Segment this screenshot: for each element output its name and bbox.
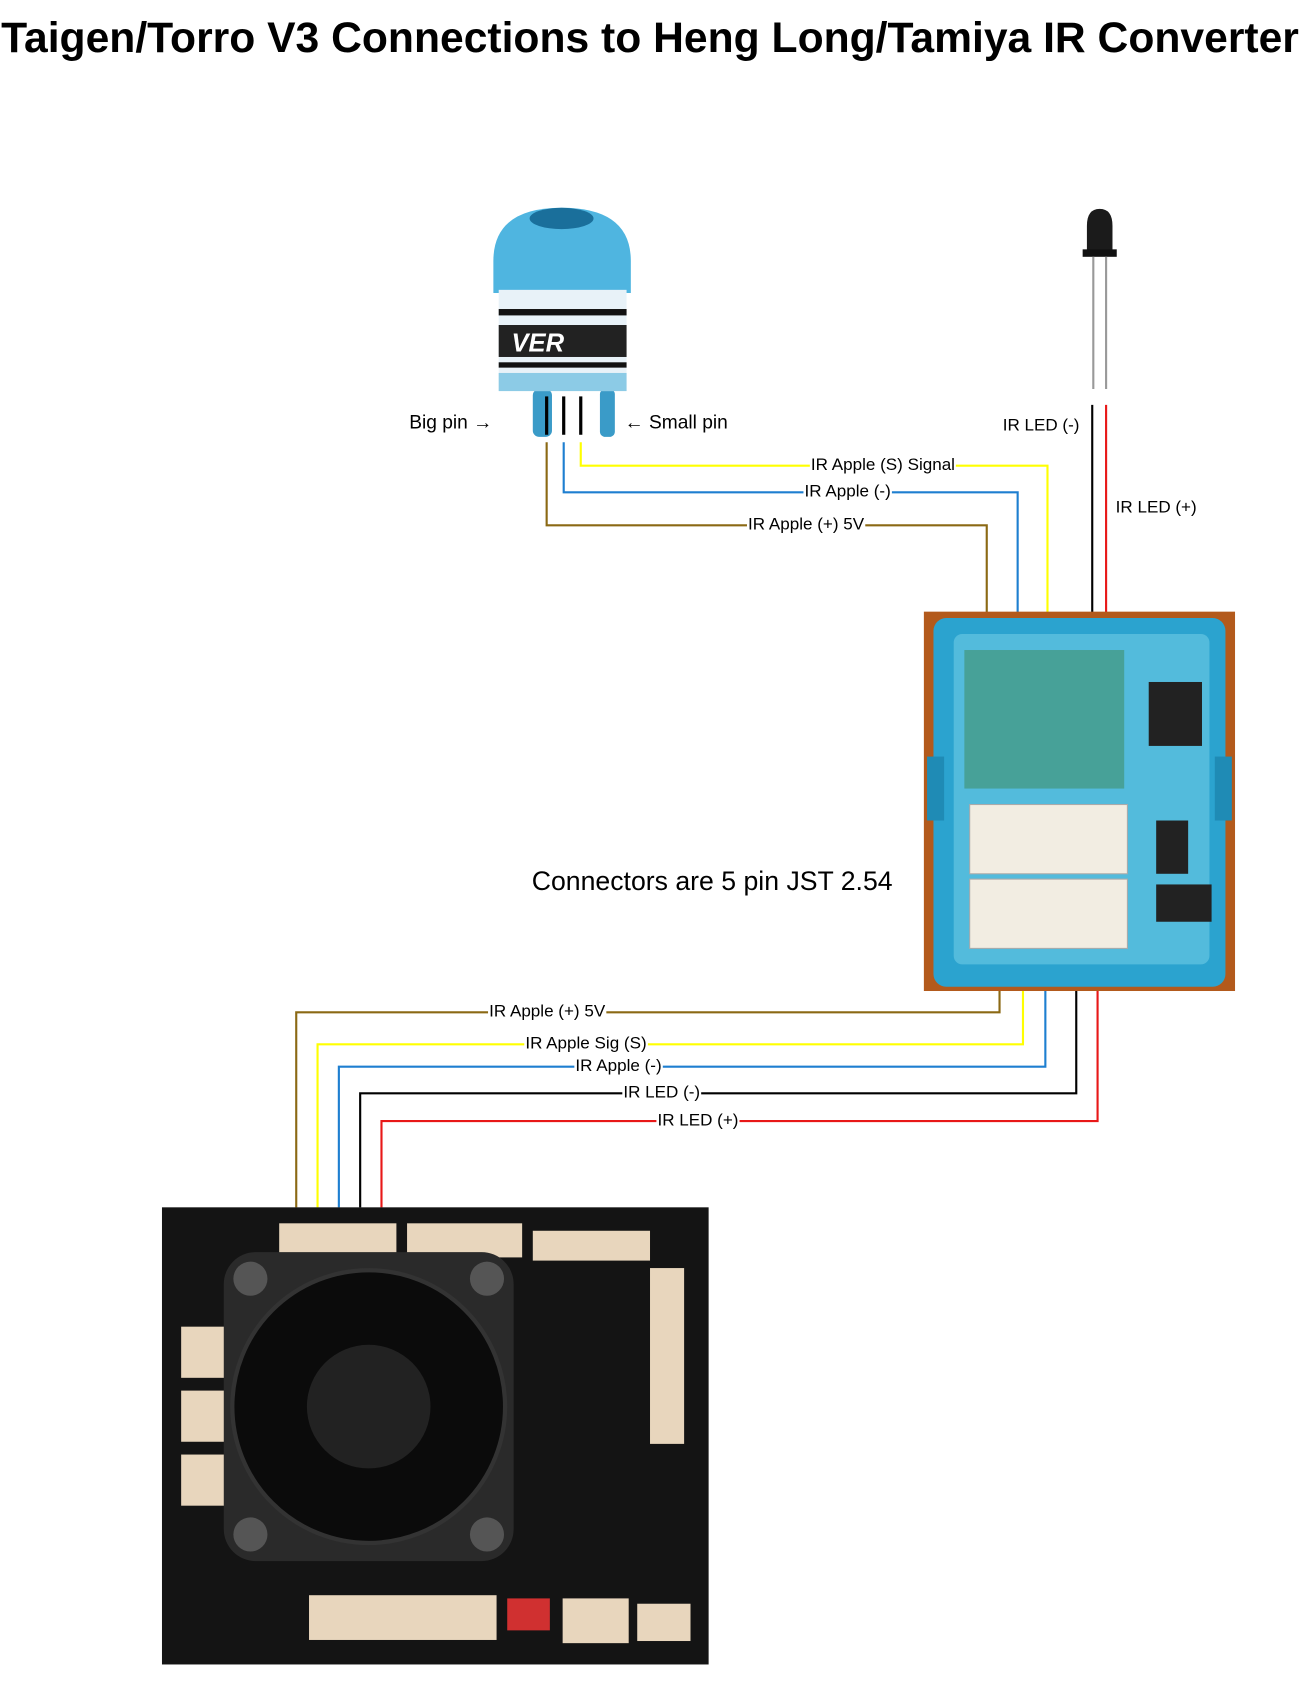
receiver-brand-text: VER (511, 330, 564, 358)
wire-label-led-minus: IR LED (-) (1001, 416, 1081, 436)
wire-label-bottom-minus: IR Apple (-) (574, 1057, 663, 1077)
wire-label-top-signal: IR Apple (S) Signal (809, 456, 957, 476)
small-pin-label: ← Small pin (624, 411, 728, 433)
wire-label-top-plus: IR Apple (+) 5V (746, 515, 866, 535)
wire-label-top-minus: IR Apple (-) (803, 482, 892, 502)
ir-receiver-image: VER (493, 207, 631, 437)
ir-converter-image (923, 611, 1236, 992)
ir-led-image (1082, 208, 1117, 389)
wire-label-bottom-plus: IR Apple (+) 5V (488, 1002, 607, 1022)
wire-bottom-minus (337, 991, 1047, 1208)
wire-label-bottom-led-plus: IR LED (+) (656, 1111, 740, 1131)
connector-note: Connectors are 5 pin JST 2.54 (531, 866, 893, 897)
wire-bottom-plus (295, 991, 1001, 1208)
wire-bottom-led-plus (380, 991, 1099, 1208)
wire-bottom-signal (316, 991, 1025, 1208)
page-title: Taigen/Torro V3 Connections to Heng Long… (1, 14, 1299, 62)
wire-label-bottom-signal: IR Apple Sig (S) (524, 1034, 648, 1054)
wire-label-led-plus: IR LED (+) (1114, 498, 1198, 518)
taigen-board-image (161, 1207, 709, 1665)
wire-label-bottom-led-minus: IR LED (-) (622, 1083, 702, 1103)
wire-top-minus (562, 442, 1019, 613)
wire-bottom-led-minus (359, 991, 1078, 1208)
big-pin-label: Big pin → (409, 411, 493, 433)
